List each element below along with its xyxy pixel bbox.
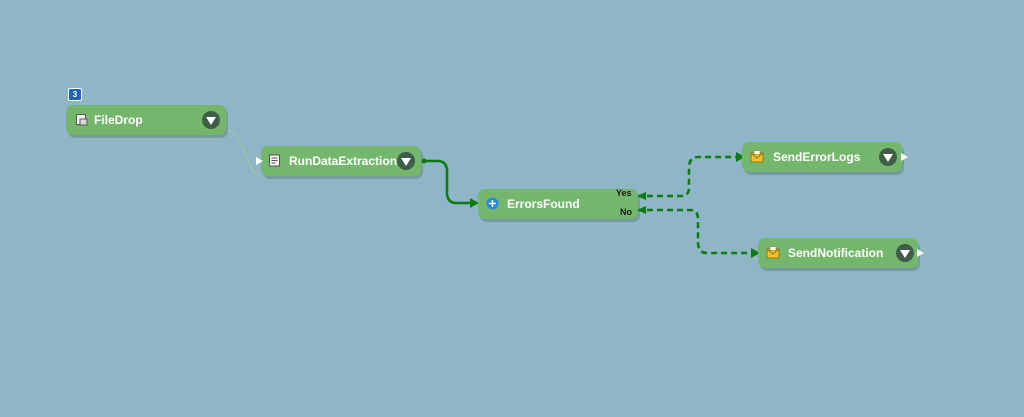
node-menu-button[interactable]	[202, 111, 220, 129]
connector-start-dot	[421, 158, 427, 164]
chevron-down-icon	[206, 117, 216, 125]
node-menu-button[interactable]	[397, 152, 415, 170]
branch-no-label: No	[620, 207, 632, 217]
chevron-down-icon	[401, 158, 411, 166]
connector-arrowhead	[637, 206, 646, 214]
file-icon	[76, 114, 88, 126]
connector-no-to-sendnotification	[637, 208, 751, 255]
script-icon	[269, 154, 280, 167]
node-menu-button[interactable]	[879, 148, 897, 166]
branch-yes-label: Yes	[616, 188, 632, 198]
email-icon	[750, 150, 764, 163]
trigger-count-badge: 3	[68, 88, 82, 101]
node-senderrorlogs[interactable]: SendErrorLogs	[742, 142, 902, 172]
node-filedrop[interactable]: FileDrop	[66, 105, 226, 135]
node-label: SendErrorLogs	[773, 150, 861, 164]
chevron-down-icon	[883, 154, 893, 162]
node-label: RunDataExtraction	[289, 154, 398, 168]
connector-rundataextraction-to-errorsfound	[424, 159, 470, 205]
node-label: SendNotification	[788, 246, 884, 260]
output-port-icon[interactable]	[917, 249, 924, 257]
input-port-icon[interactable]	[256, 157, 263, 165]
connector-filedrop-to-rundataextraction	[226, 130, 259, 175]
email-icon	[766, 246, 780, 259]
node-menu-button[interactable]	[896, 244, 914, 262]
connector-yes-to-senderrorlogs	[637, 155, 736, 198]
connector-arrowhead	[637, 192, 646, 200]
node-errorsfound[interactable]: ErrorsFound	[478, 189, 638, 219]
node-label: FileDrop	[94, 113, 143, 127]
output-port-icon[interactable]	[901, 153, 908, 161]
node-rundataextraction[interactable]: RunDataExtraction	[261, 146, 421, 176]
node-sendnotification[interactable]: SendNotification	[758, 238, 918, 268]
chevron-down-icon	[900, 250, 910, 258]
node-label: ErrorsFound	[507, 197, 580, 211]
decision-icon	[486, 197, 499, 210]
